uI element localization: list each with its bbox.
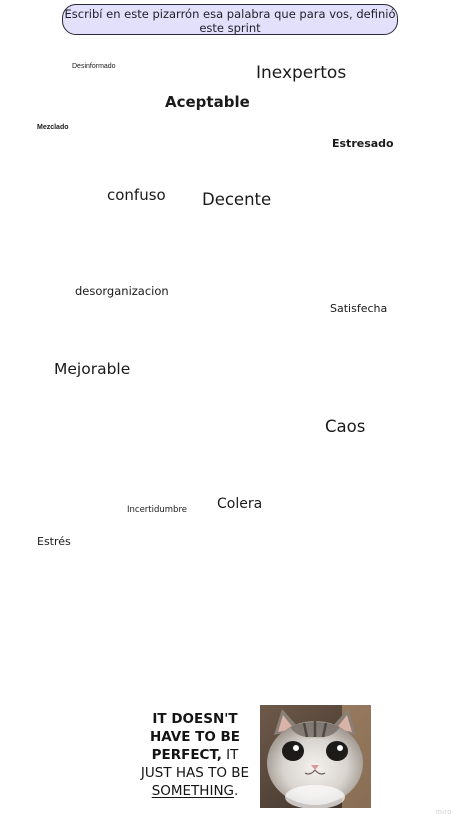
word-incertidumbre[interactable]: Incertidumbre: [127, 505, 187, 515]
meme-line-1: IT DOESN'T: [152, 711, 238, 727]
meme-line-3: PERFECT, IT: [130, 746, 260, 764]
word-confuso[interactable]: confuso: [107, 186, 166, 204]
word-caos[interactable]: Caos: [325, 417, 366, 436]
word-estres[interactable]: Estrés: [37, 535, 71, 548]
kitten-photo-icon: [260, 705, 371, 808]
meme-line-3-rest: IT: [221, 747, 239, 763]
word-mezclado[interactable]: Mezclado: [37, 124, 69, 131]
word-estresado[interactable]: Estresado: [332, 137, 394, 150]
word-desorganizacion[interactable]: desorganizacion: [75, 284, 169, 298]
meme-line-5-rest: .: [234, 783, 239, 799]
word-colera[interactable]: Colera: [217, 496, 263, 512]
meme-line-5-underlined: SOMETHING: [151, 783, 234, 799]
word-inexpertos[interactable]: Inexpertos: [256, 63, 347, 83]
meme-line-5: SOMETHING.: [130, 782, 260, 800]
prompt-text: Escribí en este pizarrón esa palabra que…: [64, 7, 396, 35]
word-aceptable[interactable]: Aceptable: [165, 93, 250, 111]
word-decente[interactable]: Decente: [202, 190, 272, 209]
meme-image[interactable]: IT DOESN'T HAVE TO BE PERFECT, IT JUST H…: [130, 705, 371, 808]
word-mejorable[interactable]: Mejorable: [54, 360, 131, 378]
meme-line-2: HAVE TO BE: [149, 729, 241, 745]
meme-line-4: JUST HAS TO BE: [140, 765, 250, 781]
word-satisfecha[interactable]: Satisfecha: [330, 302, 388, 315]
prompt-sticky-note[interactable]: Escribí en este pizarrón esa palabra que…: [62, 4, 398, 35]
meme-line-3-bold: PERFECT,: [151, 747, 222, 763]
meme-caption: IT DOESN'T HAVE TO BE PERFECT, IT JUST H…: [130, 710, 260, 800]
word-desinformado[interactable]: Desinformado: [72, 63, 116, 70]
miro-watermark: miro: [436, 809, 452, 816]
